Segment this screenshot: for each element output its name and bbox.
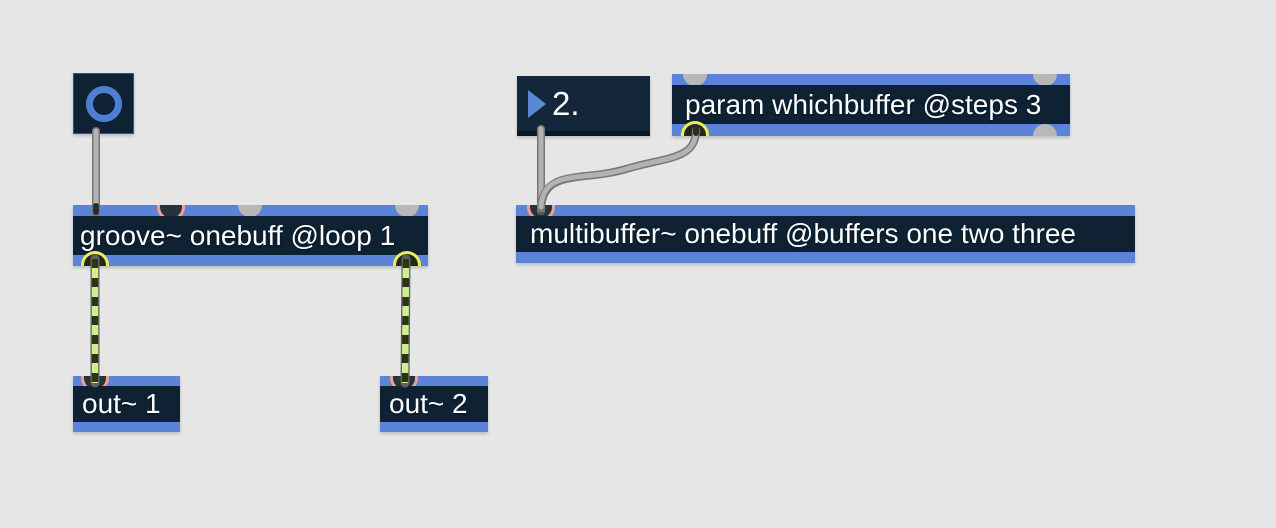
out2-label: out~ 2 bbox=[380, 386, 488, 422]
object-box-param[interactable]: param whichbuffer @steps 3 bbox=[672, 74, 1070, 136]
multibuffer-label: multibuffer~ onebuff @buffers one two th… bbox=[516, 216, 1135, 252]
groove-inlet-2[interactable] bbox=[238, 205, 262, 217]
flonum-triangle-icon bbox=[528, 89, 546, 118]
object-box-multibuffer[interactable]: multibuffer~ onebuff @buffers one two th… bbox=[516, 205, 1135, 263]
toggle-circle-icon bbox=[85, 85, 122, 122]
flonum-value: 2. bbox=[552, 84, 580, 122]
param-inlet-1[interactable] bbox=[683, 74, 707, 86]
param-inlet-2[interactable] bbox=[1033, 74, 1057, 86]
param-outlet-2[interactable] bbox=[1033, 124, 1057, 136]
groove-inlet-3[interactable] bbox=[395, 205, 419, 217]
object-box-out2[interactable]: out~ 2 bbox=[380, 376, 488, 432]
param-label: param whichbuffer @steps 3 bbox=[672, 85, 1070, 124]
groove-label: groove~ onebuff @loop 1 bbox=[73, 216, 428, 255]
cord-param-to-multibuffer[interactable] bbox=[537, 124, 700, 213]
number-box-float[interactable]: 2. bbox=[517, 76, 650, 136]
toggle-object[interactable] bbox=[73, 73, 134, 134]
object-box-groove[interactable]: groove~ onebuff @loop 1 bbox=[73, 205, 428, 266]
cord-groove-to-out2-signal[interactable] bbox=[400, 254, 411, 388]
object-box-out1[interactable]: out~ 1 bbox=[73, 376, 180, 432]
out1-label: out~ 1 bbox=[73, 386, 180, 422]
